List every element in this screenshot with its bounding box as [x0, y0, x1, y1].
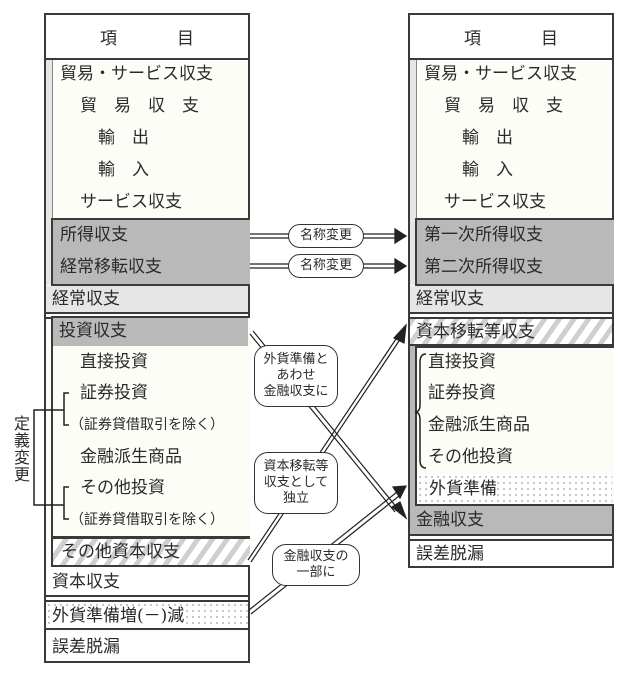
left-reserves-label: 外貨準備増(－)減: [52, 606, 185, 626]
right-item-exports: 輸 出: [462, 128, 513, 148]
left-item-income: 所得収支: [60, 225, 128, 245]
left-item-exports: 輸 出: [98, 128, 149, 148]
left-item-trade-services: 貿易・サービス収支: [60, 64, 213, 84]
right-capital-transfers-label: 資本移転等収支: [416, 322, 535, 342]
right-item-trade: 貿 易 収 支: [444, 96, 563, 116]
right-errors-label: 誤差脱漏: [416, 544, 484, 564]
independent-line-2: 収支として: [263, 475, 329, 490]
bracket-join: [33, 409, 64, 506]
left-inv-other: その他投資: [80, 478, 165, 498]
left-errors: 誤差脱漏: [46, 633, 248, 661]
right-item-imports: 輸 入: [462, 160, 513, 180]
to-financial-line-1: 外貨準備と: [263, 352, 329, 367]
left-current-account-label: 経常収支: [52, 289, 120, 309]
right-curly-bracket: [414, 353, 427, 469]
left-item-trade: 貿 易 収 支: [80, 96, 199, 116]
definition-change-label: 定義変更: [11, 415, 30, 483]
bracket-portfolio: [63, 392, 69, 426]
right-fin-other: その他投資: [428, 447, 513, 467]
independent-line-3: 独立: [282, 491, 309, 506]
right-renamed-box: [415, 218, 614, 286]
right-reserves: 外貨準備: [417, 474, 612, 504]
left-inv-other-note: （証券貸借取引を除く）: [70, 512, 224, 528]
left-other-capital: その他資本収支: [51, 537, 250, 567]
right-fin-portfolio: 証券投資: [428, 383, 496, 403]
part-of-financial-line-1: 金融収支の: [283, 549, 349, 564]
left-inv-portfolio: 証券投資: [80, 383, 148, 403]
right-errors: 誤差脱漏: [410, 539, 612, 566]
left-inv-portfolio-note: （証券貸借取引を除く）: [70, 417, 224, 433]
bracket-other: [63, 486, 69, 520]
left-header-char-2: 目: [177, 29, 194, 49]
right-current-account-label: 経常収支: [416, 289, 484, 309]
to-financial-line-3: 金融収支に: [263, 384, 329, 399]
left-capital-account: 資本収支: [46, 567, 248, 597]
left-inv-direct: 直接投資: [80, 352, 148, 372]
left-header: 項 目: [44, 13, 250, 60]
left-investment-label: 投資収支: [59, 321, 127, 341]
rename-bubble-1-text: 名称変更: [299, 228, 352, 243]
arrow-other-capital-to-capital-transfers: [247, 323, 407, 563]
to-financial-line-2: あわせ: [276, 368, 316, 383]
rename-bubble-1: 名称変更: [288, 224, 364, 248]
left-current-account-total: 経常収支: [46, 286, 248, 314]
right-item-secondary-income: 第二次所得収支: [424, 257, 543, 277]
left-item-services: サービス収支: [80, 192, 182, 212]
left-errors-label: 誤差脱漏: [52, 637, 120, 657]
right-item-trade-services: 貿易・サービス収支: [424, 64, 577, 84]
part-of-financial-bubble: 金融収支の 一部に: [272, 544, 360, 586]
right-reserves-label: 外貨準備: [429, 479, 497, 499]
right-current-inner: [416, 60, 612, 218]
right-item-primary-income: 第一次所得収支: [424, 225, 543, 245]
right-financial-account-label: 金融収支: [416, 510, 484, 530]
right-header-char-1: 項: [464, 29, 481, 49]
left-header-char-1: 項: [100, 29, 117, 49]
rename-bubble-2-text: 名称変更: [299, 258, 352, 273]
left-inv-derivatives: 金融派生商品: [80, 447, 182, 467]
left-capital-account-label: 資本収支: [52, 572, 120, 592]
left-reserves: 外貨準備増(－)減: [46, 600, 248, 630]
left-renamed-box: [51, 218, 250, 286]
left-investment-title: 投資収支: [53, 318, 248, 346]
right-header-char-2: 目: [541, 29, 558, 49]
part-of-financial-line-2: 一部に: [296, 565, 336, 580]
to-financial-bubble: 外貨準備と あわせ 金融収支に: [254, 345, 338, 407]
left-other-capital-label: その他資本収支: [61, 542, 180, 562]
independent-bubble: 資本移転等 収支として 独立: [254, 452, 338, 514]
right-fin-direct: 直接投資: [428, 352, 496, 372]
right-item-services: サービス収支: [444, 192, 546, 212]
independent-line-1: 資本移転等: [263, 459, 329, 474]
rename-bubble-2: 名称変更: [288, 254, 364, 278]
right-current-account-total: 経常収支: [410, 286, 612, 314]
right-header: 項 目: [408, 13, 614, 60]
right-capital-transfers: 資本移転等収支: [410, 317, 612, 346]
left-current-inner: [52, 60, 248, 218]
right-fin-derivatives: 金融派生商品: [428, 415, 530, 435]
left-item-imports: 輸 入: [98, 160, 149, 180]
right-financial-account: 金融収支: [410, 506, 612, 536]
left-item-current-transfers: 経常移転収支: [60, 257, 162, 277]
definition-change-bracket: [33, 392, 69, 520]
